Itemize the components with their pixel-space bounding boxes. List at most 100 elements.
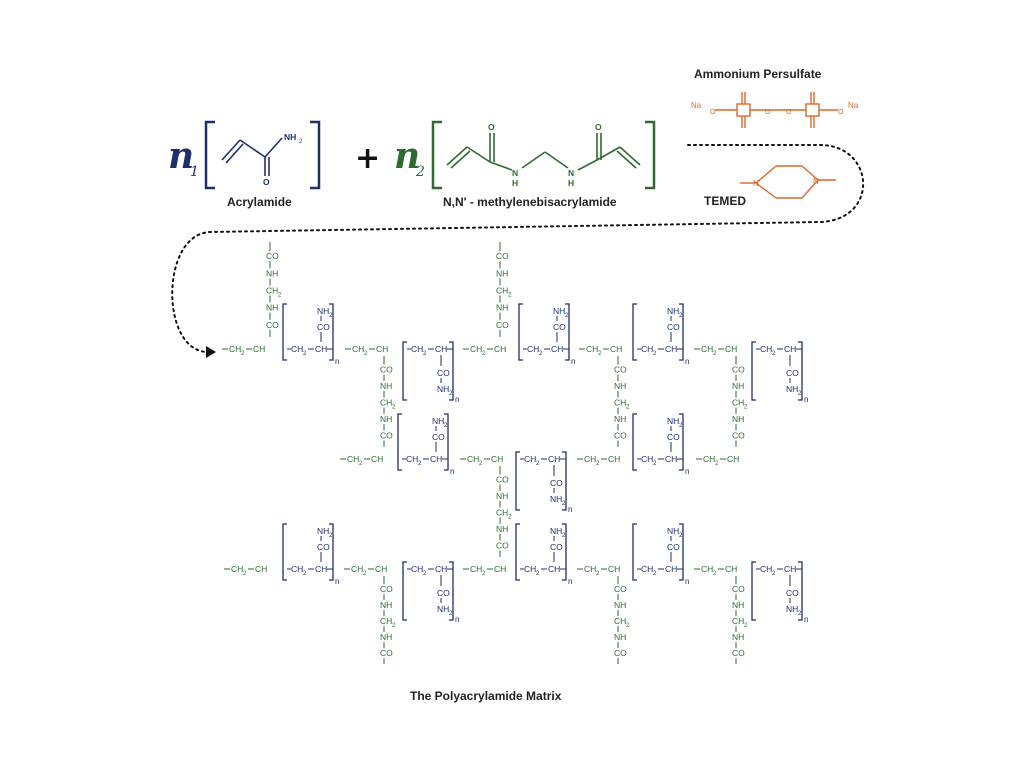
repeat-unit-bracket-right bbox=[329, 303, 334, 361]
repeat-unit-bracket-right bbox=[679, 303, 684, 361]
side-nh2-subscript: 2 bbox=[329, 533, 333, 539]
backbone-ch2: CH bbox=[584, 454, 596, 464]
crosslink-bottom-c-atom: NH bbox=[732, 600, 744, 610]
repeat-ch2: CH bbox=[641, 564, 653, 574]
repeat-ch: CH bbox=[435, 564, 447, 574]
crosslinker-group: n 2 O O N H N H N,N' - methylenebisacryl… bbox=[394, 120, 656, 209]
repeat-count-n: n bbox=[804, 395, 808, 404]
side-nh2: NH bbox=[317, 526, 329, 536]
backbone-ch: CH bbox=[371, 454, 383, 464]
side-co: CO bbox=[667, 542, 680, 552]
crosslink-r1-r2-c-atom: NH bbox=[732, 414, 744, 424]
repeat-ch: CH bbox=[665, 344, 677, 354]
side-co: CO bbox=[437, 588, 450, 598]
repeat-ch: CH bbox=[315, 344, 327, 354]
aps-o-2: O bbox=[765, 109, 771, 116]
crosslink-bottom-c-atom: CO bbox=[732, 584, 745, 594]
repeat-unit-bracket-right bbox=[562, 523, 567, 581]
backbone-ch2: CH bbox=[701, 564, 713, 574]
backbone-ch: CH bbox=[253, 344, 265, 354]
crosslink-r2-r3-atom: CO bbox=[496, 475, 509, 485]
monomer-oxygen: O bbox=[263, 177, 270, 187]
repeat-unit-bracket-right bbox=[449, 341, 454, 401]
repeat-ch2: CH bbox=[291, 564, 303, 574]
temed-label: TEMED bbox=[704, 194, 746, 208]
backbone-ch2-subscript: 2 bbox=[364, 351, 368, 357]
repeat-ch: CH bbox=[784, 344, 796, 354]
side-nh2: NH bbox=[667, 526, 679, 536]
side-nh2: NH bbox=[786, 604, 798, 614]
side-nh2: NH bbox=[786, 384, 798, 394]
crosslink-r1-r2-c-subscript: 2 bbox=[744, 405, 748, 411]
backbone-ch2-subscript: 2 bbox=[482, 351, 486, 357]
temed-structure bbox=[740, 165, 836, 199]
repeat-count-n: n bbox=[568, 577, 572, 586]
backbone-ch2: CH bbox=[470, 344, 482, 354]
crosslink-r1-r2-c-atom: NH bbox=[732, 381, 744, 391]
acrylamide-structure bbox=[221, 137, 283, 176]
persulfate-structure bbox=[715, 92, 838, 128]
backbone-ch2-subscript: 2 bbox=[715, 461, 719, 467]
repeat-unit-bracket-left bbox=[518, 303, 523, 361]
repeat-ch: CH bbox=[551, 344, 563, 354]
repeat-ch2-subscript: 2 bbox=[653, 351, 657, 357]
side-co: CO bbox=[432, 432, 445, 442]
crosslink-top-mid-atom: NH bbox=[496, 268, 508, 278]
backbone-ch2: CH bbox=[231, 564, 243, 574]
side-nh2: NH bbox=[437, 604, 449, 614]
repeat-ch2-subscript: 2 bbox=[536, 461, 540, 467]
side-co: CO bbox=[550, 478, 563, 488]
repeat-count-n: n bbox=[804, 615, 808, 624]
aps-na-right: Na bbox=[848, 101, 859, 110]
side-co: CO bbox=[437, 368, 450, 378]
side-co: CO bbox=[317, 322, 330, 332]
monomer-nh2: NH bbox=[284, 132, 296, 142]
backbone-ch: CH bbox=[727, 454, 739, 464]
monomer-right-bracket bbox=[310, 120, 321, 190]
crosslink-r1-r2-a-atom: NH bbox=[380, 381, 392, 391]
repeat-ch: CH bbox=[548, 454, 560, 464]
repeat-ch2-subscript: 2 bbox=[653, 571, 657, 577]
backbone-ch: CH bbox=[725, 564, 737, 574]
side-nh2-subscript: 2 bbox=[562, 501, 566, 507]
backbone-ch2-subscript: 2 bbox=[596, 461, 600, 467]
side-nh2-subscript: 2 bbox=[679, 313, 683, 319]
repeat-unit-bracket-left bbox=[751, 561, 756, 621]
repeat-unit-bracket-right bbox=[449, 561, 454, 621]
backbone-ch2: CH bbox=[586, 344, 598, 354]
monomer-left-bracket bbox=[204, 120, 215, 190]
crosslink-r1-r2-b-atom: CO bbox=[614, 431, 627, 441]
repeat-ch2-subscript: 2 bbox=[772, 351, 776, 357]
side-nh2: NH bbox=[317, 306, 329, 316]
plus-sign: + bbox=[355, 141, 380, 176]
crosslink-r1-r2-a-atom: CH bbox=[380, 398, 392, 408]
repeat-unit-bracket-left bbox=[632, 523, 637, 581]
crosslink-bottom-c-atom: NH bbox=[732, 632, 744, 642]
crosslink-r1-r2-b-atom: NH bbox=[614, 381, 626, 391]
side-nh2: NH bbox=[553, 306, 565, 316]
backbone-ch2: CH bbox=[351, 564, 363, 574]
repeat-ch2: CH bbox=[760, 564, 772, 574]
crosslink-r2-r3-atom: NH bbox=[496, 524, 508, 534]
repeat-count-n: n bbox=[568, 505, 572, 514]
backbone-ch2: CH bbox=[229, 344, 241, 354]
aps-na-left: Na bbox=[691, 101, 702, 110]
crosslinker-h-right: H bbox=[568, 178, 574, 188]
backbone-ch2-subscript: 2 bbox=[596, 571, 600, 577]
backbone-ch2: CH bbox=[467, 454, 479, 464]
repeat-unit-bracket-right bbox=[679, 413, 684, 471]
repeat-ch2-subscript: 2 bbox=[303, 571, 307, 577]
repeat-ch2: CH bbox=[524, 454, 536, 464]
side-co: CO bbox=[553, 322, 566, 332]
backbone-ch: CH bbox=[491, 454, 503, 464]
crosslink-r1-r2-b-atom: NH bbox=[614, 414, 626, 424]
side-nh2-subscript: 2 bbox=[329, 313, 333, 319]
repeat-ch: CH bbox=[315, 564, 327, 574]
repeat-count-n: n bbox=[455, 395, 459, 404]
side-co: CO bbox=[786, 368, 799, 378]
side-nh2-subscript: 2 bbox=[798, 391, 802, 397]
backbone-ch: CH bbox=[494, 344, 506, 354]
repeat-unit-bracket-right bbox=[562, 451, 567, 511]
monomer-nh2-sub: 2 bbox=[299, 139, 303, 145]
